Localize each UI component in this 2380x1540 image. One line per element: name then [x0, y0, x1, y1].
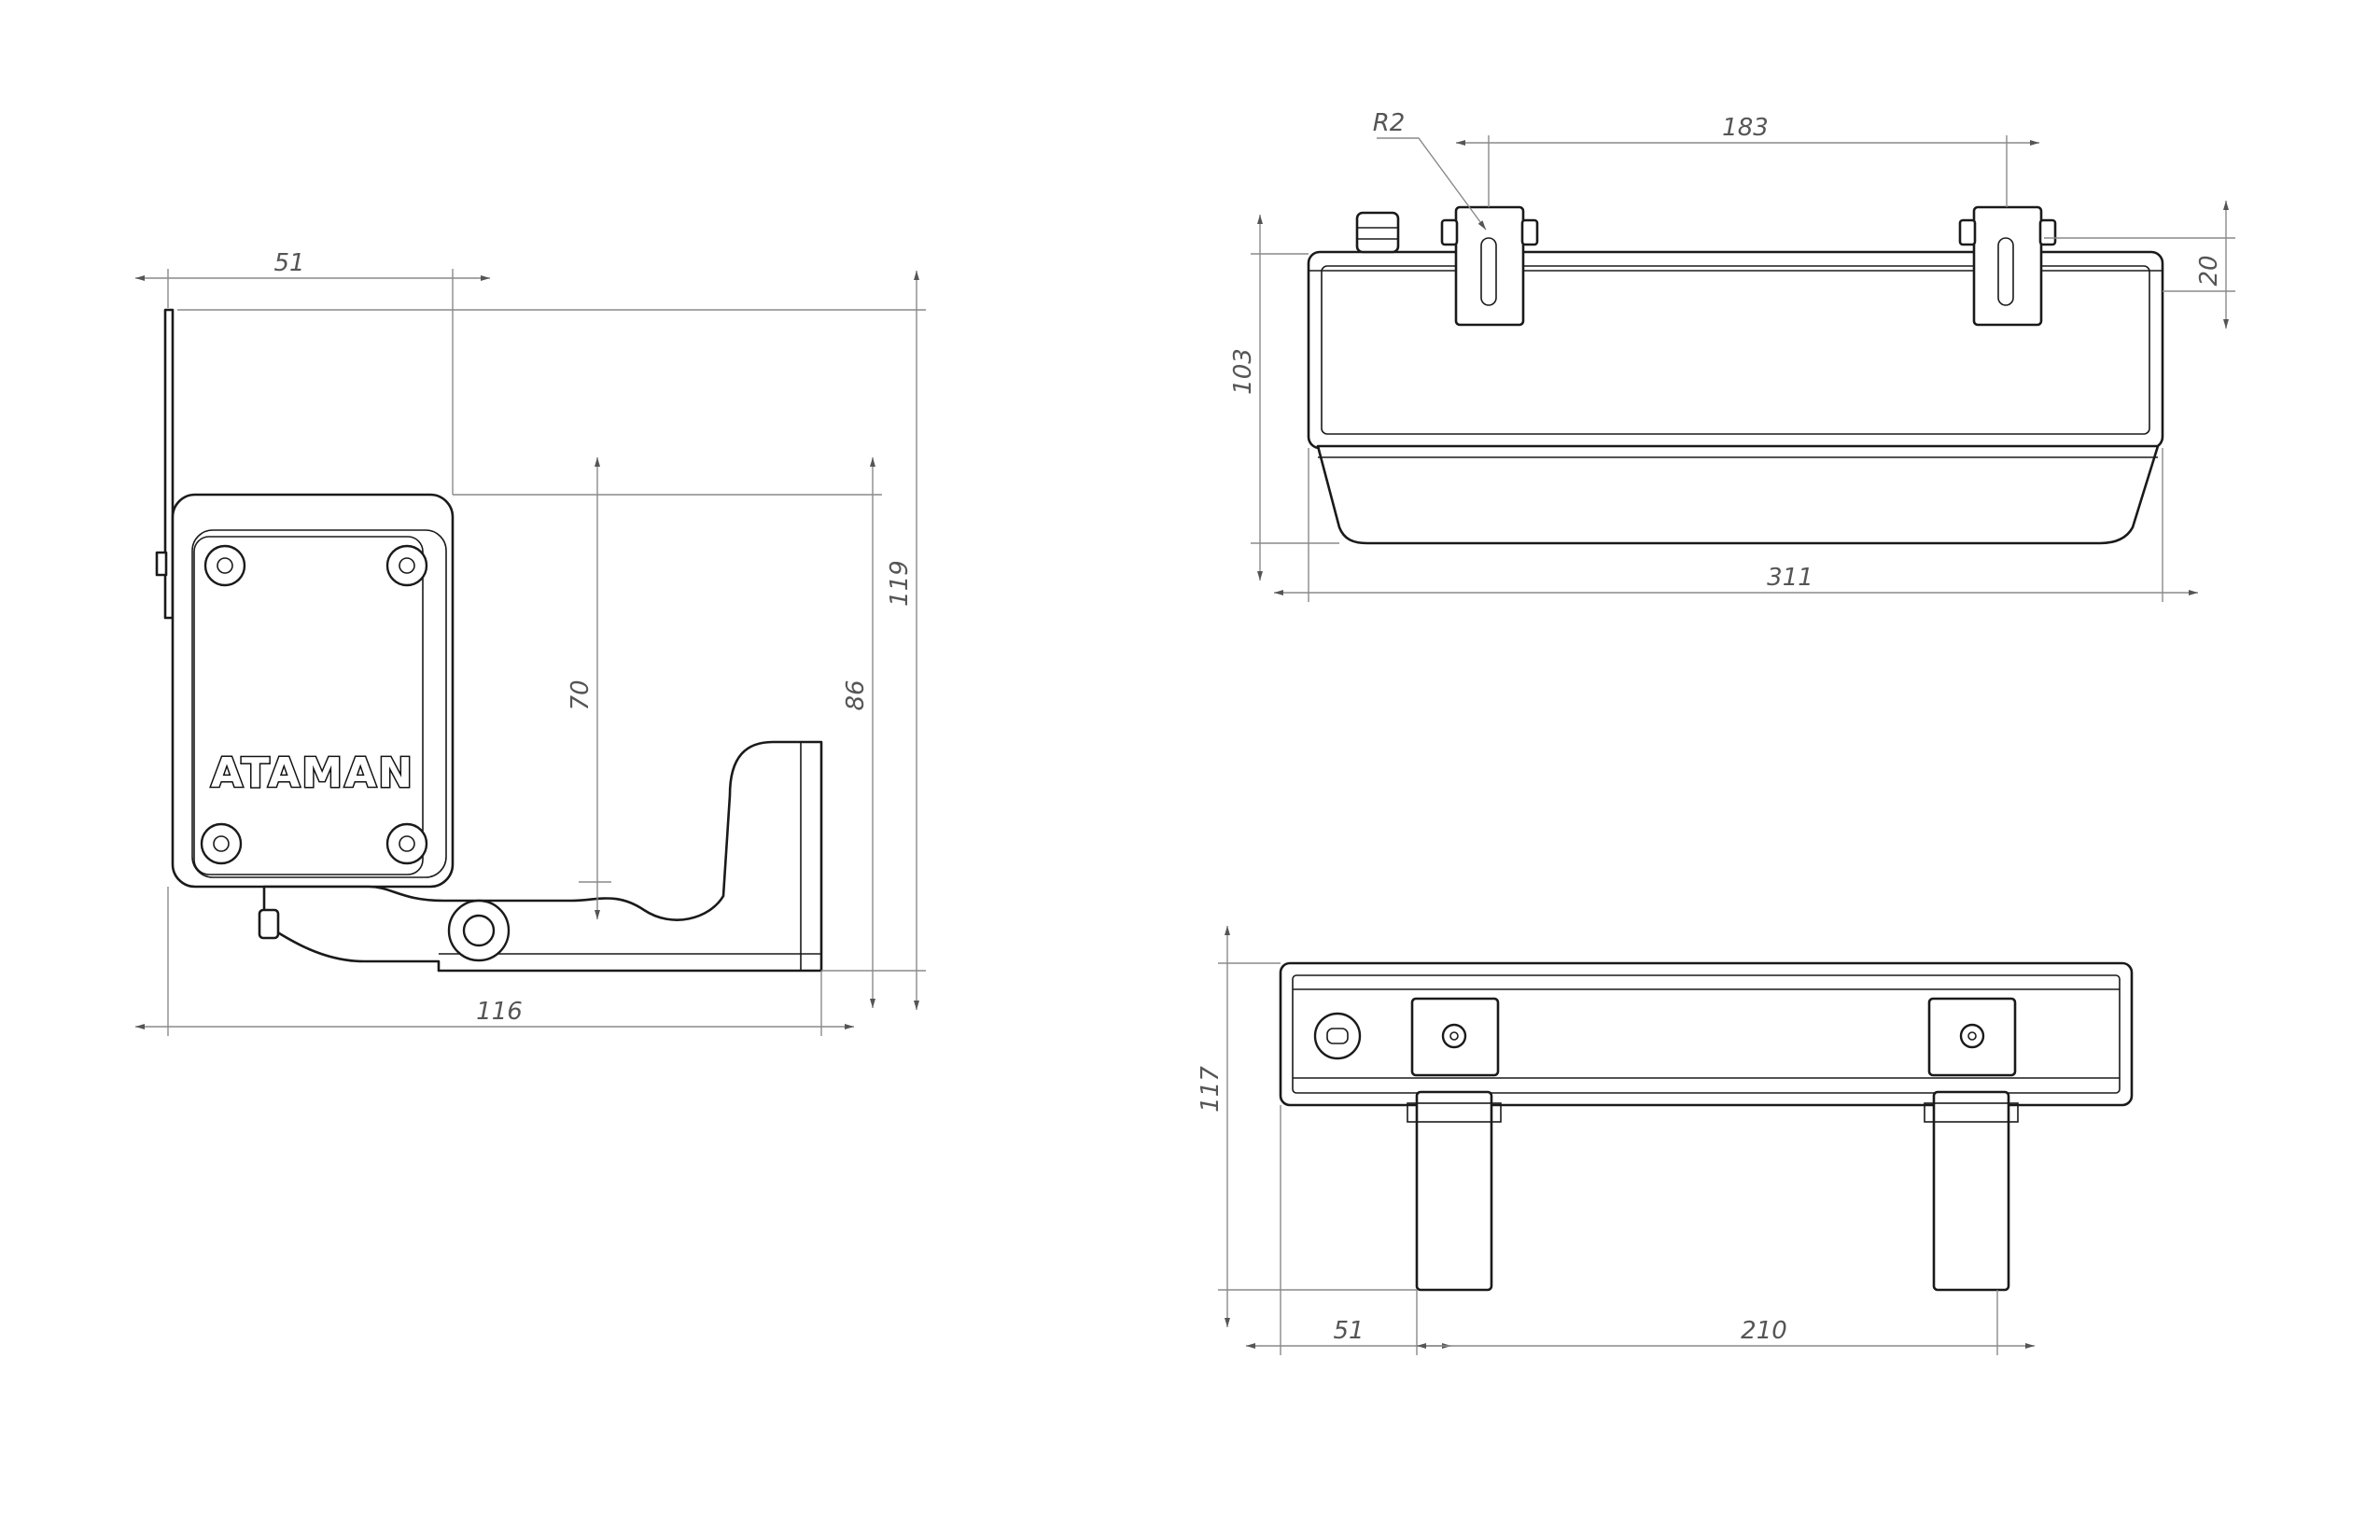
housing-front-inner: [1292, 974, 2121, 1094]
cable-gland: [1355, 211, 1400, 254]
dim-label: 20: [2195, 255, 2223, 286]
clamp-knob: [258, 908, 280, 940]
screw-icon: [200, 822, 243, 865]
bracket-ear: [1958, 218, 1977, 246]
bracket-leg-left: [1415, 1090, 1493, 1292]
bolt-icon: [1441, 1023, 1467, 1049]
top-view: 183 R2 103 311 20: [1229, 109, 2235, 602]
dim-label: 183: [1722, 114, 1769, 142]
dim-label: 210: [1741, 1317, 1787, 1345]
bracket-slot: [1480, 237, 1497, 306]
dim-label: 119: [886, 560, 914, 607]
bracket-leg-right: [1932, 1090, 2010, 1292]
bracket-foot: [800, 741, 822, 972]
leg-flange: [1924, 1102, 2019, 1123]
dim-label: 86: [842, 679, 870, 710]
dim-label: 51: [273, 249, 304, 277]
bolt-icon: [1959, 1023, 1985, 1049]
wall-plate: [163, 308, 175, 620]
housing-face-panel: [193, 536, 424, 875]
pivot-bolt-icon: [447, 899, 511, 962]
front-view: 117 51 210: [1197, 926, 2134, 1355]
screw-icon: [385, 544, 428, 587]
leader-line: [1377, 137, 1487, 231]
bracket-ear: [2038, 218, 2057, 246]
leg-flange: [1407, 1102, 1502, 1123]
bracket-slot: [1997, 237, 2014, 306]
housing-top-inner: [1321, 265, 2150, 435]
screw-icon: [385, 822, 428, 865]
diffuser: [1316, 444, 2160, 545]
dim-label: R2: [1373, 109, 1406, 137]
side-view: ATAMAN 51 116 70 86: [135, 249, 926, 1036]
dim-label: 70: [567, 679, 595, 710]
bracket-ear: [1440, 218, 1459, 246]
dim-label: 117: [1197, 1066, 1225, 1113]
housing-side-panel: [191, 529, 447, 878]
dim-label: 116: [476, 998, 523, 1026]
dim-label: 311: [1767, 564, 1813, 592]
cable-gland-icon: [1313, 1012, 1362, 1060]
dim-label: 103: [1229, 348, 1257, 395]
brand-logo: ATAMAN: [211, 749, 414, 797]
bracket-ear: [1520, 218, 1539, 246]
wall-plate-tab: [155, 551, 168, 577]
dim-label: 51: [1333, 1317, 1364, 1345]
mount-bracket-right: [1972, 205, 2043, 327]
mounting-bracket: [262, 740, 823, 973]
screw-icon: [203, 544, 246, 587]
mount-bracket-left: [1454, 205, 1525, 327]
